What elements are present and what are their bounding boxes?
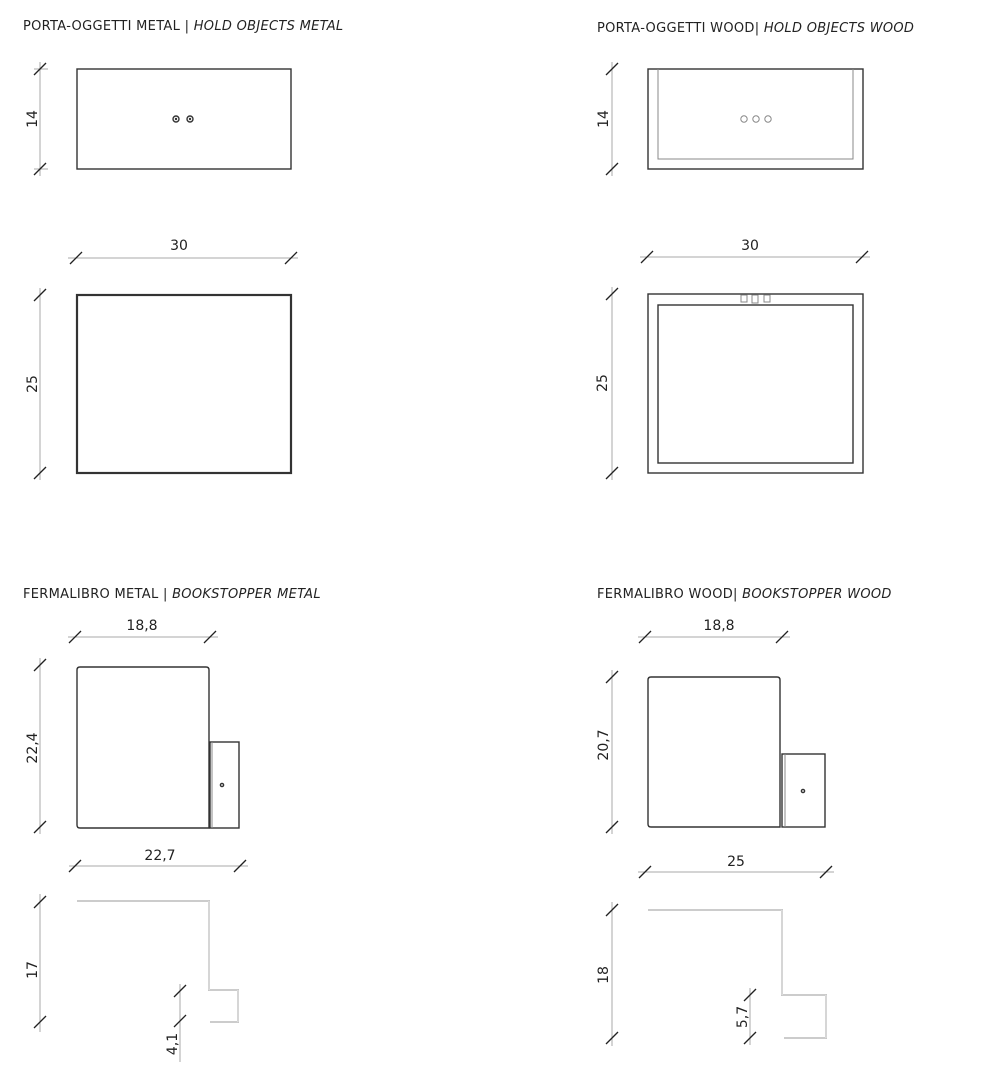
panel-hold-objects-metal: PORTA-OGGETTI METAL | HOLD OBJECTS METAL… xyxy=(23,19,343,480)
dimension-side-width: 22,7 xyxy=(144,848,175,864)
dimension-side-height: 17 xyxy=(25,961,41,979)
dimension-top-width: 18,8 xyxy=(703,618,734,634)
panel-title: FERMALIBRO WOOD| BOOKSTOPPER WOOD xyxy=(597,587,892,602)
side-profile: 25 18 5,7 xyxy=(596,854,834,1046)
panel-title: PORTA-OGGETTI WOOD| HOLD OBJECTS WOOD xyxy=(597,21,914,36)
top-view: 30 25 xyxy=(595,238,870,480)
front-view: 14 xyxy=(25,62,292,176)
panel-bookstopper-wood: FERMALIBRO WOOD| BOOKSTOPPER WOOD 18,8 2… xyxy=(596,587,892,1046)
dimension-height: 20,7 xyxy=(596,729,612,760)
dimension-side-width: 25 xyxy=(727,854,745,870)
panel-bookstopper-metal: FERMALIBRO METAL | BOOKSTOPPER METAL 18,… xyxy=(23,587,321,1062)
panel-hold-objects-wood: PORTA-OGGETTI WOOD| HOLD OBJECTS WOOD 14… xyxy=(595,21,914,480)
dimension-lip-height: 5,7 xyxy=(735,1006,751,1028)
dimension-top-width: 18,8 xyxy=(126,618,157,634)
dimension-height: 14 xyxy=(25,110,41,128)
front-view: 18,8 20,7 xyxy=(596,618,826,834)
dimension-width: 30 xyxy=(741,238,759,254)
dimension-depth: 25 xyxy=(595,374,611,392)
side-profile: 22,7 17 4,1 xyxy=(25,848,248,1062)
dimension-depth: 25 xyxy=(25,375,41,393)
dimension-width: 30 xyxy=(170,238,188,254)
dimension-height: 14 xyxy=(596,110,612,128)
top-view: 30 25 xyxy=(25,238,298,480)
front-view: 14 xyxy=(596,62,864,176)
dimension-lip-height: 4,1 xyxy=(165,1033,181,1055)
dimension-side-height: 18 xyxy=(596,966,612,984)
dimension-height: 22,4 xyxy=(25,732,41,763)
front-view: 18,8 22,4 xyxy=(25,618,240,834)
panel-title: FERMALIBRO METAL | BOOKSTOPPER METAL xyxy=(23,587,321,602)
panel-title: PORTA-OGGETTI METAL | HOLD OBJECTS METAL xyxy=(23,19,343,34)
